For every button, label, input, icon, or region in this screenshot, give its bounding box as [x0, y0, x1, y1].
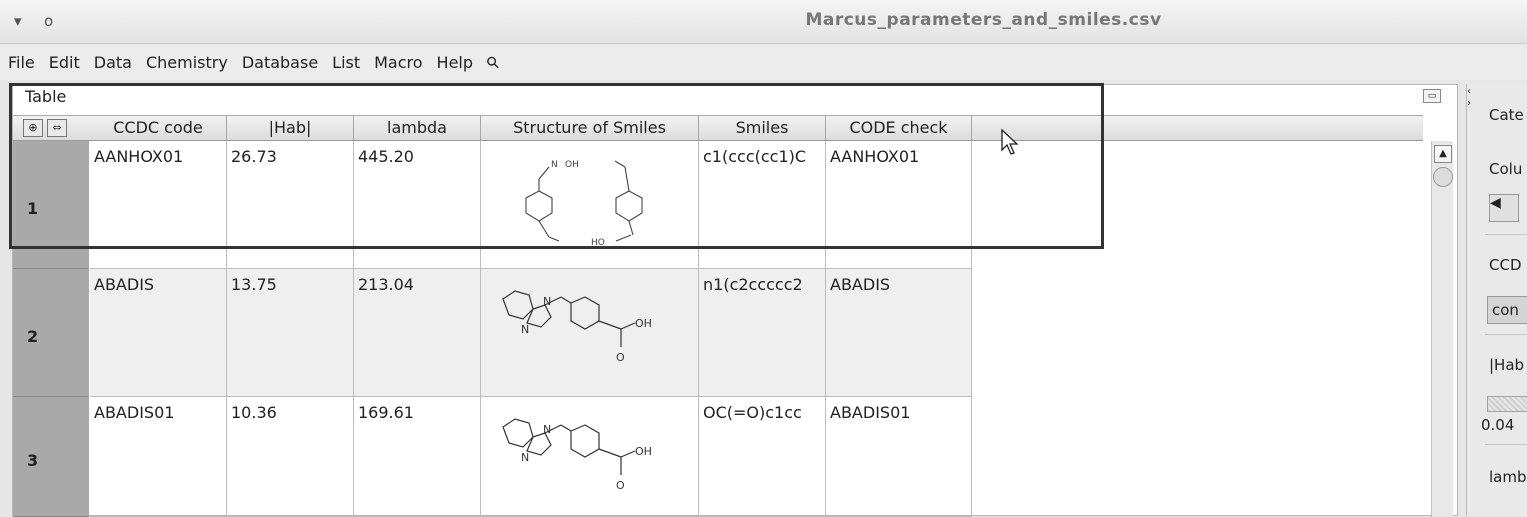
expand-rows-icon[interactable]: ⊕: [23, 119, 43, 137]
menu-data[interactable]: Data: [93, 52, 132, 72]
column-label: Colu: [1489, 160, 1523, 178]
scroll-thumb[interactable]: [1433, 167, 1453, 187]
cell-code-check[interactable]: AANHOX01: [826, 141, 972, 269]
hab-range-slider[interactable]: [1487, 396, 1527, 412]
menu-list[interactable]: List: [332, 52, 361, 72]
vertical-scrollbar[interactable]: ▲: [1431, 141, 1453, 517]
molecule-structure-drawing: N N OH O: [502, 418, 652, 492]
menu-bar: File Edit Data Chemistry Database List M…: [0, 44, 1527, 80]
svg-text:OH: OH: [635, 317, 652, 330]
window-menu-icon[interactable]: ▾: [14, 12, 22, 30]
play-back-icon[interactable]: ◀: [1489, 194, 1519, 222]
svg-text:O: O: [616, 479, 625, 492]
menu-macro[interactable]: Macro: [374, 52, 423, 72]
svg-text:N: N: [543, 295, 551, 308]
cell-lambda[interactable]: 213.04: [354, 269, 481, 397]
table-header: ⊕ ⇔ CCDC code |Hab| lambda Structure of …: [13, 115, 1423, 141]
cell-structure[interactable]: N N OH O: [481, 269, 699, 397]
expand-columns-icon[interactable]: ⇔: [47, 119, 67, 137]
hab-filter-label: |Hab: [1489, 356, 1525, 374]
molecule-structure-drawing: N OH HO: [525, 160, 643, 248]
maximize-panel-icon[interactable]: ▭: [1423, 89, 1441, 103]
cell-lambda[interactable]: 169.61: [354, 397, 481, 517]
column-header-structure[interactable]: Structure of Smiles: [481, 116, 699, 140]
table-panel-label: Table: [25, 87, 67, 106]
panel-collapse-icon[interactable]: ‹›: [1467, 86, 1471, 109]
separator: [1485, 444, 1527, 445]
svg-text:O: O: [616, 351, 625, 364]
svg-text:OH: OH: [635, 445, 652, 458]
column-header-lambda[interactable]: lambda: [354, 116, 481, 140]
menu-help[interactable]: Help: [436, 52, 474, 72]
hab-min-value: 0.04: [1481, 416, 1515, 434]
ccdc-filter-label: CCD: [1489, 256, 1522, 274]
mouse-pointer-icon: [1001, 128, 1019, 155]
ccdc-filter-combo[interactable]: con: [1487, 296, 1527, 324]
separator: [1485, 334, 1527, 335]
window-title: Marcus_parameters_and_smiles.csv: [805, 10, 1162, 30]
cell-ccdc-code[interactable]: ABADIS: [90, 269, 227, 397]
cell-code-check[interactable]: ABADIS01: [826, 397, 972, 517]
cell-smiles[interactable]: OC(=O)c1cc: [699, 397, 826, 517]
menu-chemistry[interactable]: Chemistry: [145, 52, 228, 72]
separator: [1485, 234, 1527, 235]
cell-structure[interactable]: N N OH O: [481, 397, 699, 517]
cell-ccdc-code[interactable]: ABADIS01: [90, 397, 227, 517]
category-label: Cate: [1489, 106, 1524, 124]
menu-edit[interactable]: Edit: [48, 52, 80, 72]
row-number[interactable]: 3: [13, 397, 89, 517]
search-icon[interactable]: ⚲: [482, 51, 504, 73]
column-header-smiles[interactable]: Smiles: [699, 116, 826, 140]
table-panel: Table ▭ ⊕ ⇔ CCDC code |Hab| lambda Struc…: [12, 84, 1458, 517]
menu-database[interactable]: Database: [241, 52, 319, 72]
svg-text:OH: OH: [565, 160, 579, 170]
svg-text:HO: HO: [591, 238, 605, 248]
title-bar: ▾ o Marcus_parameters_and_smiles.csv: [0, 0, 1527, 44]
column-header-code-check[interactable]: CODE check: [826, 116, 972, 140]
right-panel: ‹› Cate Colu ◀ CCD con |Hab 0.04 lamb: [1466, 84, 1527, 516]
cell-hab[interactable]: 13.75: [227, 269, 354, 397]
svg-text:N: N: [543, 423, 551, 436]
svg-text:N: N: [521, 451, 529, 464]
cell-code-check[interactable]: ABADIS: [826, 269, 972, 397]
column-header-ccdc-code[interactable]: CCDC code: [90, 116, 227, 140]
scroll-up-icon[interactable]: ▲: [1434, 145, 1452, 163]
svg-text:N: N: [521, 323, 529, 336]
molecule-structure-drawing: N N OH O: [502, 290, 652, 364]
cell-smiles[interactable]: c1(ccc(cc1)C: [699, 141, 826, 269]
menu-file[interactable]: File: [8, 52, 35, 72]
cell-hab[interactable]: 10.36: [227, 397, 354, 517]
cell-structure[interactable]: N OH HO: [481, 141, 699, 269]
cell-lambda[interactable]: 445.20: [354, 141, 481, 269]
lambda-filter-label: lamb: [1489, 468, 1527, 486]
cell-hab[interactable]: 26.73: [227, 141, 354, 269]
svg-text:N: N: [551, 160, 558, 170]
window-pin-icon[interactable]: o: [44, 12, 54, 30]
cell-ccdc-code[interactable]: AANHOX01: [90, 141, 227, 269]
row-number[interactable]: 1: [13, 141, 89, 269]
row-number[interactable]: 2: [13, 269, 89, 397]
cell-smiles[interactable]: n1(c2ccccc2: [699, 269, 826, 397]
column-header-hab[interactable]: |Hab|: [227, 116, 354, 140]
